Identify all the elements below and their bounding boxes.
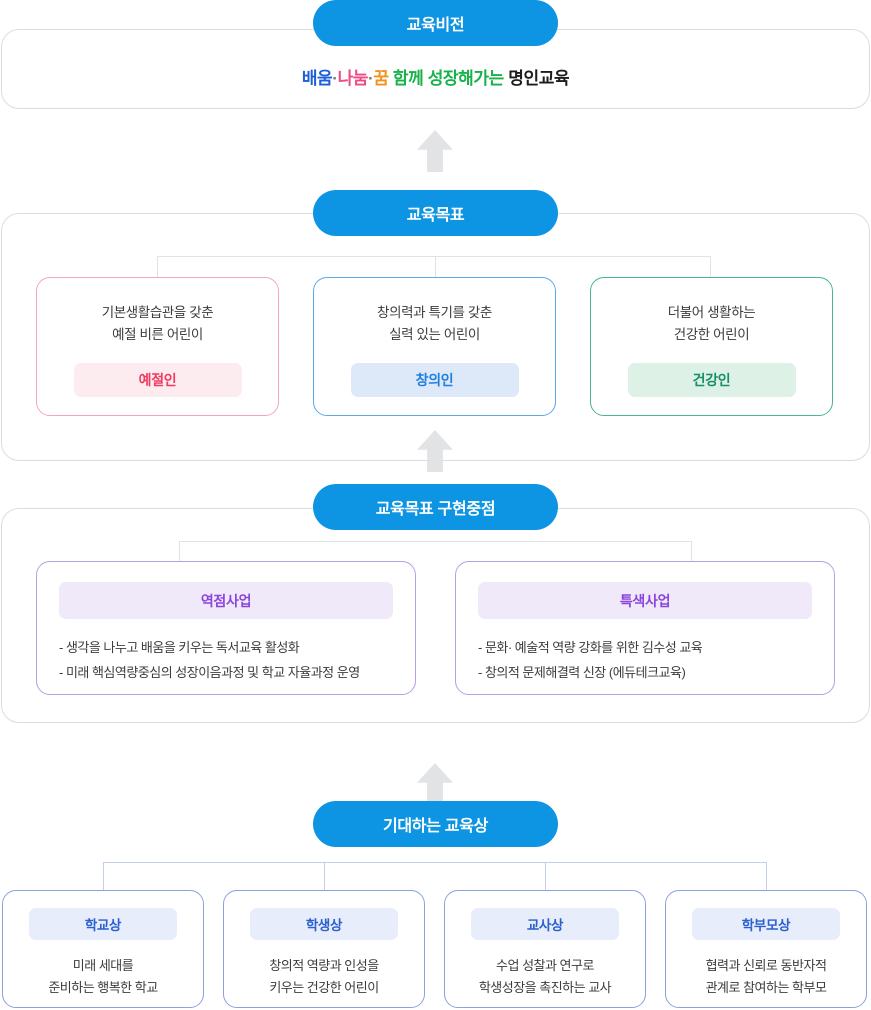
vision-word-sharing: 나눔: [337, 69, 369, 88]
goal-badge-creativity: 창의인: [350, 362, 519, 397]
goal-card-description: 기본생활습관을 갖춘 예절 비른 어린이: [102, 302, 214, 347]
expected-connector-drop-1: [103, 862, 104, 891]
vision-word-myeongin: 명인교육: [508, 69, 570, 88]
expected-line-2: 키우는 건강한 어린이: [269, 980, 379, 996]
focus-pill-label: 교육목표 구현중점: [375, 501, 496, 518]
goal-line-2: 예절 비른 어린이: [112, 327, 203, 343]
vision-word-growing: 함께 성장해가는: [388, 69, 509, 88]
expected-pill-label: 기대하는 교육상: [382, 818, 489, 835]
expected-line-1: 창의적 역량과 인성을: [269, 958, 379, 973]
focus-list-item: - 창의적 문제해결력 신장 (에듀테크교육): [478, 665, 686, 681]
goal-badge-etiquette: 예절인: [73, 362, 242, 397]
expected-badge-teacher: 교사상: [471, 908, 619, 940]
expected-line-1: 미래 세대를: [72, 958, 134, 973]
goal-line-2: 건강한 어린이: [673, 327, 750, 343]
expected-connector-drop-4: [766, 862, 767, 891]
expected-card-description: 미래 세대를 준비하는 행복한 학교: [48, 955, 158, 999]
goals-connector-drop-right: [710, 256, 711, 278]
focus-item-list: - 문화· 예술적 역량 강화를 위한 김수성 교육 - 창의적 문제해결력 신…: [478, 635, 820, 686]
vision-pill-header[interactable]: 교육비전: [313, 0, 558, 46]
arrow-up-icon-3: [417, 763, 453, 805]
expected-line-2: 학생성장을 촉진하는 교사: [478, 980, 612, 996]
goals-connector-drop-center: [435, 256, 436, 278]
focus-card-key-projects[interactable]: 역점사업 - 생각을 나누고 배움을 키우는 독서교육 활성화 - 미래 핵심역…: [36, 561, 416, 695]
focus-item-list: - 생각을 나누고 배움을 키우는 독서교육 활성화 - 미래 핵심역량중심의 …: [59, 635, 401, 686]
goal-card-description: 창의력과 특기를 갖춘 실력 있는 어린이: [377, 302, 492, 347]
arrow-up-icon-1: [417, 130, 453, 172]
goals-connector-horizontal: [157, 256, 711, 257]
expected-card-description: 창의적 역량과 인성을 키우는 건강한 어린이: [269, 955, 379, 999]
goal-badge-health: 건강인: [627, 362, 796, 397]
focus-pill-header[interactable]: 교육목표 구현중점: [313, 484, 558, 530]
expected-card-teacher[interactable]: 교사상 수업 성찰과 연구로 학생성장을 촉진하는 교사: [444, 890, 646, 1008]
expected-connector-drop-3: [545, 862, 546, 891]
focus-connector-horizontal: [179, 541, 692, 542]
expected-badge-school: 학교상: [29, 908, 177, 940]
expected-card-student[interactable]: 학생상 창의적 역량과 인성을 키우는 건강한 어린이: [223, 890, 425, 1008]
vision-statement: 배움·나눔·꿈 함께 성장해가는 명인교육: [0, 64, 871, 89]
expected-line-1: 수업 성찰과 연구로: [496, 958, 594, 973]
focus-list-item: - 미래 핵심역량중심의 성장이음과정 및 학교 자율과정 운영: [59, 665, 360, 681]
goals-pill-header[interactable]: 교육목표: [313, 190, 558, 236]
expected-connector-horizontal: [103, 862, 766, 863]
expected-badge-student: 학생상: [250, 908, 398, 940]
expected-connector-drop-2: [324, 862, 325, 891]
focus-badge-key-projects: 역점사업: [59, 582, 393, 619]
goal-line-2: 실력 있는 어린이: [389, 327, 480, 343]
expected-badge-parent: 학부모상: [692, 908, 840, 940]
expected-card-school[interactable]: 학교상 미래 세대를 준비하는 행복한 학교: [2, 890, 204, 1008]
focus-list-item: - 문화· 예술적 역량 강화를 위한 김수성 교육: [478, 640, 703, 655]
focus-connector-drop-left: [179, 541, 180, 562]
focus-connector-drop-right: [691, 541, 692, 562]
expected-card-description: 협력과 신뢰로 동반자적 관계로 참여하는 학부모: [706, 955, 827, 999]
focus-badge-special-projects: 특색사업: [478, 582, 812, 619]
goal-card-creativity[interactable]: 창의력과 특기를 갖춘 실력 있는 어린이 창의인: [313, 277, 556, 416]
expected-card-parent[interactable]: 학부모상 협력과 신뢰로 동반자적 관계로 참여하는 학부모: [665, 890, 867, 1008]
goal-card-health[interactable]: 더불어 생활하는 건강한 어린이 건강인: [590, 277, 833, 416]
goals-connector-drop-left: [157, 256, 158, 278]
goal-card-etiquette[interactable]: 기본생활습관을 갖춘 예절 비른 어린이 예절인: [36, 277, 279, 416]
vision-separator-1: ·: [332, 69, 338, 88]
goal-card-description: 더불어 생활하는 건강한 어린이: [668, 302, 756, 347]
focus-card-special-projects[interactable]: 특색사업 - 문화· 예술적 역량 강화를 위한 김수성 교육 - 창의적 문제…: [455, 561, 835, 695]
goal-line-1: 기본생활습관을 갖춘: [101, 305, 214, 320]
expected-line-2: 관계로 참여하는 학부모: [705, 980, 827, 996]
focus-list-item: - 생각을 나누고 배움을 키우는 독서교육 활성화: [59, 640, 300, 655]
vision-word-learning: 배움: [301, 69, 333, 88]
goals-pill-label: 교육목표: [406, 207, 465, 224]
expected-line-2: 준비하는 행복한 학교: [48, 980, 158, 996]
expected-pill-header[interactable]: 기대하는 교육상: [313, 801, 558, 847]
vision-word-dream: 꿈: [373, 69, 389, 88]
expected-card-description: 수업 성찰과 연구로 학생성장을 촉진하는 교사: [478, 955, 612, 999]
vision-separator-2: ·: [368, 69, 374, 88]
goal-line-1: 창의력과 특기를 갖춘: [377, 305, 492, 320]
expected-line-1: 협력과 신뢰로 동반자적: [705, 958, 827, 973]
vision-pill-label: 교육비전: [406, 17, 465, 34]
goal-line-1: 더불어 생활하는: [667, 305, 756, 320]
